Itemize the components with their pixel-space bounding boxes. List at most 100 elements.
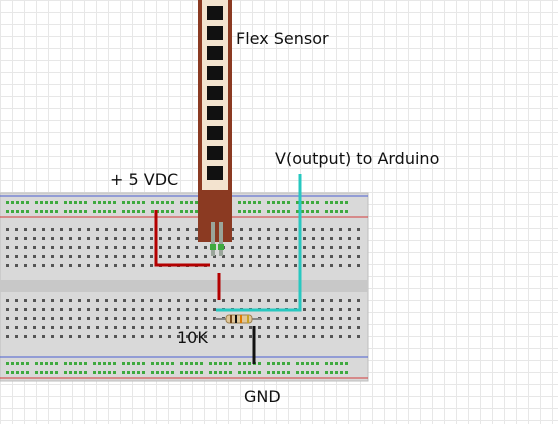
breadboard-hole [312,246,315,249]
breadboard-hole [294,237,297,240]
breadboard-hole [159,255,162,258]
breadboard-hole [348,308,351,311]
breadboard-hole [123,246,126,249]
breadboard-hole [60,335,63,338]
breadboard-hole [78,255,81,258]
breadboard-hole [24,228,27,231]
breadboard-hole [40,371,43,374]
breadboard-hole [15,228,18,231]
breadboard-hole [161,362,164,365]
breadboard-hole [316,371,319,374]
breadboard-hole [21,201,24,204]
breadboard-hole [249,264,252,267]
breadboard-hole [6,371,9,374]
breadboard-hole [159,335,162,338]
breadboard-hole [108,362,111,365]
breadboard-hole [42,246,45,249]
breadboard-hole [156,362,159,365]
breadboard-hole [258,210,261,213]
breadboard-hole [132,264,135,267]
breadboard-hole [69,308,72,311]
breadboard-hole [96,326,99,329]
breadboard-hole [285,237,288,240]
breadboard-hole [42,264,45,267]
breadboard-hole [204,246,207,249]
breadboard-hole [15,264,18,267]
breadboard-hole [312,228,315,231]
breadboard-hole [166,201,169,204]
breadboard-hole [159,317,162,320]
breadboard-hole [330,308,333,311]
breadboard-hole [150,308,153,311]
breadboard-hole [50,362,53,365]
breadboard-hole [219,362,222,365]
breadboard-hole [6,308,9,311]
breadboard-hole [209,362,212,365]
breadboard-hole [311,210,314,213]
breadboard-hole [190,201,193,204]
breadboard-hole [132,317,135,320]
breadboard-hole [177,237,180,240]
breadboard-hole [123,237,126,240]
breadboard-hole [60,264,63,267]
breadboard-hole [240,326,243,329]
breadboard-hole [150,264,153,267]
breadboard-hole [159,237,162,240]
breadboard-hole [87,255,90,258]
breadboard-hole [171,371,174,374]
breadboard-hole [6,246,9,249]
breadboard-hole [195,299,198,302]
breadboard-hole [42,326,45,329]
breadboard-hole [159,246,162,249]
breadboard-hole [296,371,299,374]
breadboard-hole [171,201,174,204]
breadboard-hole [114,317,117,320]
breadboard-hole [186,237,189,240]
breadboard-hole [132,335,135,338]
breadboard-hole [33,335,36,338]
breadboard-hole [132,210,135,213]
breadboard-hole [78,317,81,320]
breadboard-hole [231,237,234,240]
breadboard-hole [258,299,261,302]
breadboard-hole [123,335,126,338]
breadboard-hole [267,362,270,365]
breadboard-hole [132,201,135,204]
breadboard-hole [24,255,27,258]
breadboard-hole [132,246,135,249]
breadboard-hole [26,362,29,365]
breadboard-hole [186,255,189,258]
breadboard-hole [213,317,216,320]
breadboard-hole [141,299,144,302]
breadboard-hole [60,317,63,320]
breadboard-hole [114,255,117,258]
breadboard-hole [231,228,234,231]
breadboard-hole [42,228,45,231]
breadboard-hole [294,317,297,320]
breadboard-hole [287,371,290,374]
breadboard-hole [96,264,99,267]
breadboard-hole [51,255,54,258]
breadboard-hole [277,362,280,365]
breadboard-hole [267,237,270,240]
breadboard-hole [93,362,96,365]
breadboard-hole [69,201,72,204]
breadboard-hole [339,326,342,329]
breadboard-hole [294,228,297,231]
breadboard-hole [168,228,171,231]
breadboard-hole [312,317,315,320]
breadboard-hole [276,237,279,240]
breadboard-hole [311,201,314,204]
breadboard-hole [15,308,18,311]
breadboard-hole [267,228,270,231]
breadboard-hole [6,299,9,302]
breadboard-hole [166,362,169,365]
supply-wire [154,210,210,267]
breadboard-hole [306,362,309,365]
breadboard-hole [186,326,189,329]
breadboard-hole [294,326,297,329]
breadboard-hole [303,228,306,231]
breadboard-hole [87,326,90,329]
breadboard-hole [294,255,297,258]
breadboard-hole [258,326,261,329]
